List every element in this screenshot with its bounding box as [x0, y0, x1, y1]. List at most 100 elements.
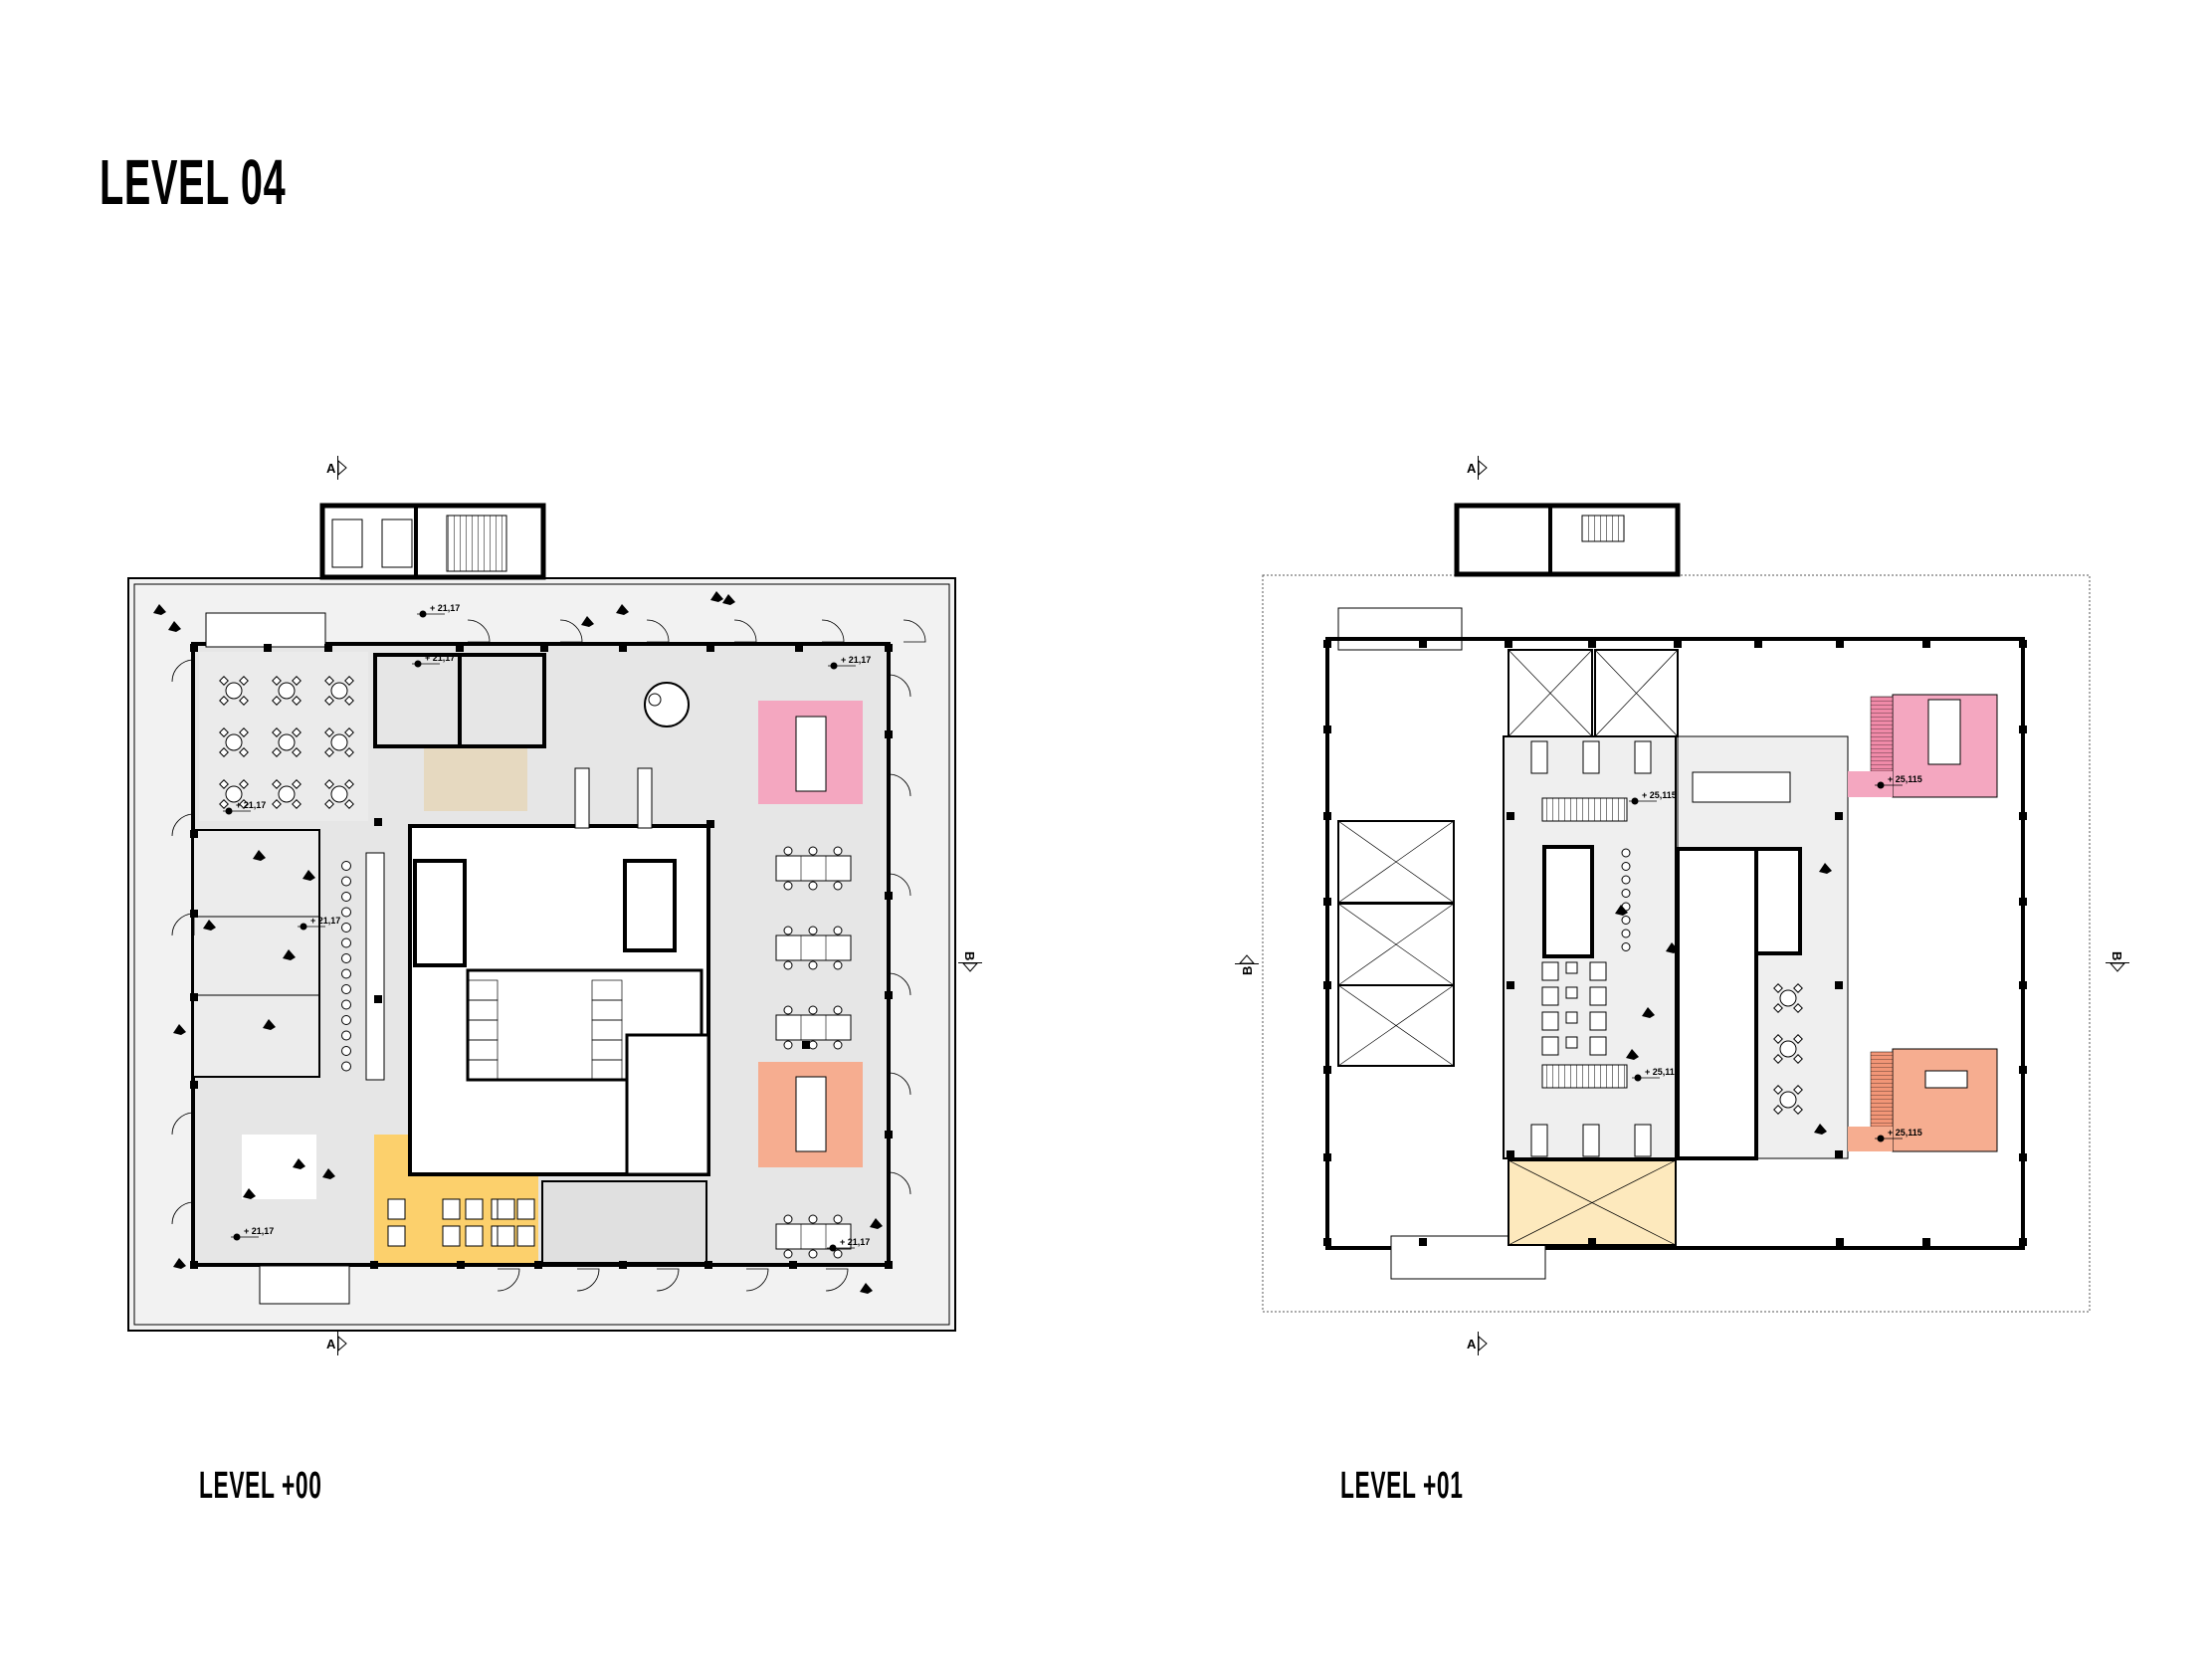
- structural-column: [1507, 1150, 1514, 1158]
- chair: [1793, 1034, 1803, 1044]
- door-swing: [888, 773, 911, 797]
- void-cross-line: [1337, 984, 1455, 1067]
- chair: [344, 779, 354, 789]
- section-marker: A: [1467, 1332, 1488, 1355]
- stair-run: [446, 515, 507, 572]
- structural-column: [374, 818, 382, 826]
- office-chair: [783, 1005, 793, 1015]
- meeting-table: [1924, 1070, 1968, 1089]
- section-marker: A: [1467, 456, 1488, 480]
- office-chair: [833, 1040, 843, 1050]
- bar-stool: [1621, 848, 1631, 858]
- chair: [239, 747, 249, 757]
- chair: [1793, 1054, 1803, 1064]
- chair: [219, 676, 229, 686]
- person-figure-icon: [293, 1158, 305, 1169]
- door-swing: [576, 1268, 600, 1292]
- shaft: [623, 859, 677, 952]
- office-chair: [783, 960, 793, 970]
- person-figure-icon: [1666, 942, 1679, 953]
- elevation-label: + 25,115: [1642, 790, 1677, 800]
- structural-column: [885, 730, 893, 738]
- structural-column: [789, 1261, 797, 1269]
- round-table: [1779, 1091, 1797, 1109]
- person-figure-icon: [1615, 905, 1628, 916]
- side-table: [1565, 986, 1578, 999]
- door-swing: [821, 619, 845, 643]
- entrance-stair: [205, 612, 326, 648]
- table: [1634, 1124, 1652, 1157]
- void-cross-line: [1594, 649, 1679, 737]
- office-chair: [833, 1214, 843, 1224]
- chair: [292, 696, 302, 706]
- desk-cluster: [775, 934, 852, 961]
- office-chair: [808, 881, 818, 891]
- structural-column: [324, 644, 332, 652]
- chair: [344, 696, 354, 706]
- bar-stool: [1621, 862, 1631, 871]
- bar-stool: [1621, 875, 1631, 885]
- shaft: [413, 859, 467, 967]
- meeting-room-salmon-landing: [1848, 1127, 1893, 1151]
- stair-run: [1541, 1064, 1628, 1089]
- chair: [1773, 1105, 1783, 1115]
- chair: [219, 696, 229, 706]
- bar-stool: [341, 861, 351, 871]
- structural-column: [2019, 1066, 2027, 1074]
- office-chair: [808, 1249, 818, 1259]
- person-figure-icon: [168, 621, 181, 632]
- side-table: [1565, 1011, 1578, 1024]
- chair: [324, 727, 334, 737]
- structural-column: [706, 644, 714, 652]
- person-figure-icon: [253, 850, 266, 861]
- door-swing: [171, 913, 195, 936]
- person-figure-icon: [1814, 1124, 1827, 1135]
- door-swing: [888, 674, 911, 698]
- structural-column: [1419, 1238, 1427, 1246]
- chair: [1773, 1054, 1783, 1064]
- section-marker-arrow-icon: [2109, 962, 2126, 972]
- bar-stool: [1621, 916, 1631, 925]
- door-swing: [903, 619, 926, 643]
- elevator: [381, 518, 413, 568]
- door-swing: [888, 1171, 911, 1195]
- structural-column: [2019, 726, 2027, 733]
- office-chair: [808, 846, 818, 856]
- meeting-table: [1927, 699, 1961, 765]
- structural-column: [2019, 981, 2027, 989]
- door-swing: [745, 1268, 769, 1292]
- chair: [324, 747, 334, 757]
- structural-column: [2019, 898, 2027, 906]
- section-marker-letter: A: [326, 1337, 336, 1351]
- elevation-label: + 21,17: [425, 653, 455, 663]
- structural-column: [1754, 640, 1762, 648]
- door-swing: [467, 619, 491, 643]
- round-table: [225, 682, 243, 700]
- lounge-chair: [497, 1225, 515, 1247]
- chair: [292, 779, 302, 789]
- structural-column: [1323, 981, 1331, 989]
- round-table: [1779, 1040, 1797, 1058]
- chair: [272, 747, 282, 757]
- bar-stool: [341, 1030, 351, 1041]
- chair: [1773, 1085, 1783, 1095]
- elevation-label: + 21,17: [430, 603, 460, 613]
- section-marker-letter: B: [962, 951, 977, 960]
- section-marker: B: [1235, 954, 1259, 975]
- dining-table: [637, 767, 653, 829]
- structural-column: [1323, 1153, 1331, 1161]
- chair: [344, 799, 354, 809]
- structural-column: [456, 644, 464, 652]
- elevation-label: + 25,115: [1888, 1128, 1922, 1138]
- chair: [344, 727, 354, 737]
- section-marker-arrow-icon: [1478, 1335, 1488, 1352]
- chair: [1793, 1105, 1803, 1115]
- bar-stool: [341, 923, 351, 933]
- plan-label-level-00: LEVEL +00: [199, 1465, 322, 1507]
- lounge-chair: [1589, 986, 1607, 1006]
- spiral-stair-core: [648, 693, 662, 707]
- chair: [292, 727, 302, 737]
- person-figure-icon: [860, 1283, 873, 1294]
- lounge-chair: [1589, 961, 1607, 981]
- structural-column: [2019, 1153, 2027, 1161]
